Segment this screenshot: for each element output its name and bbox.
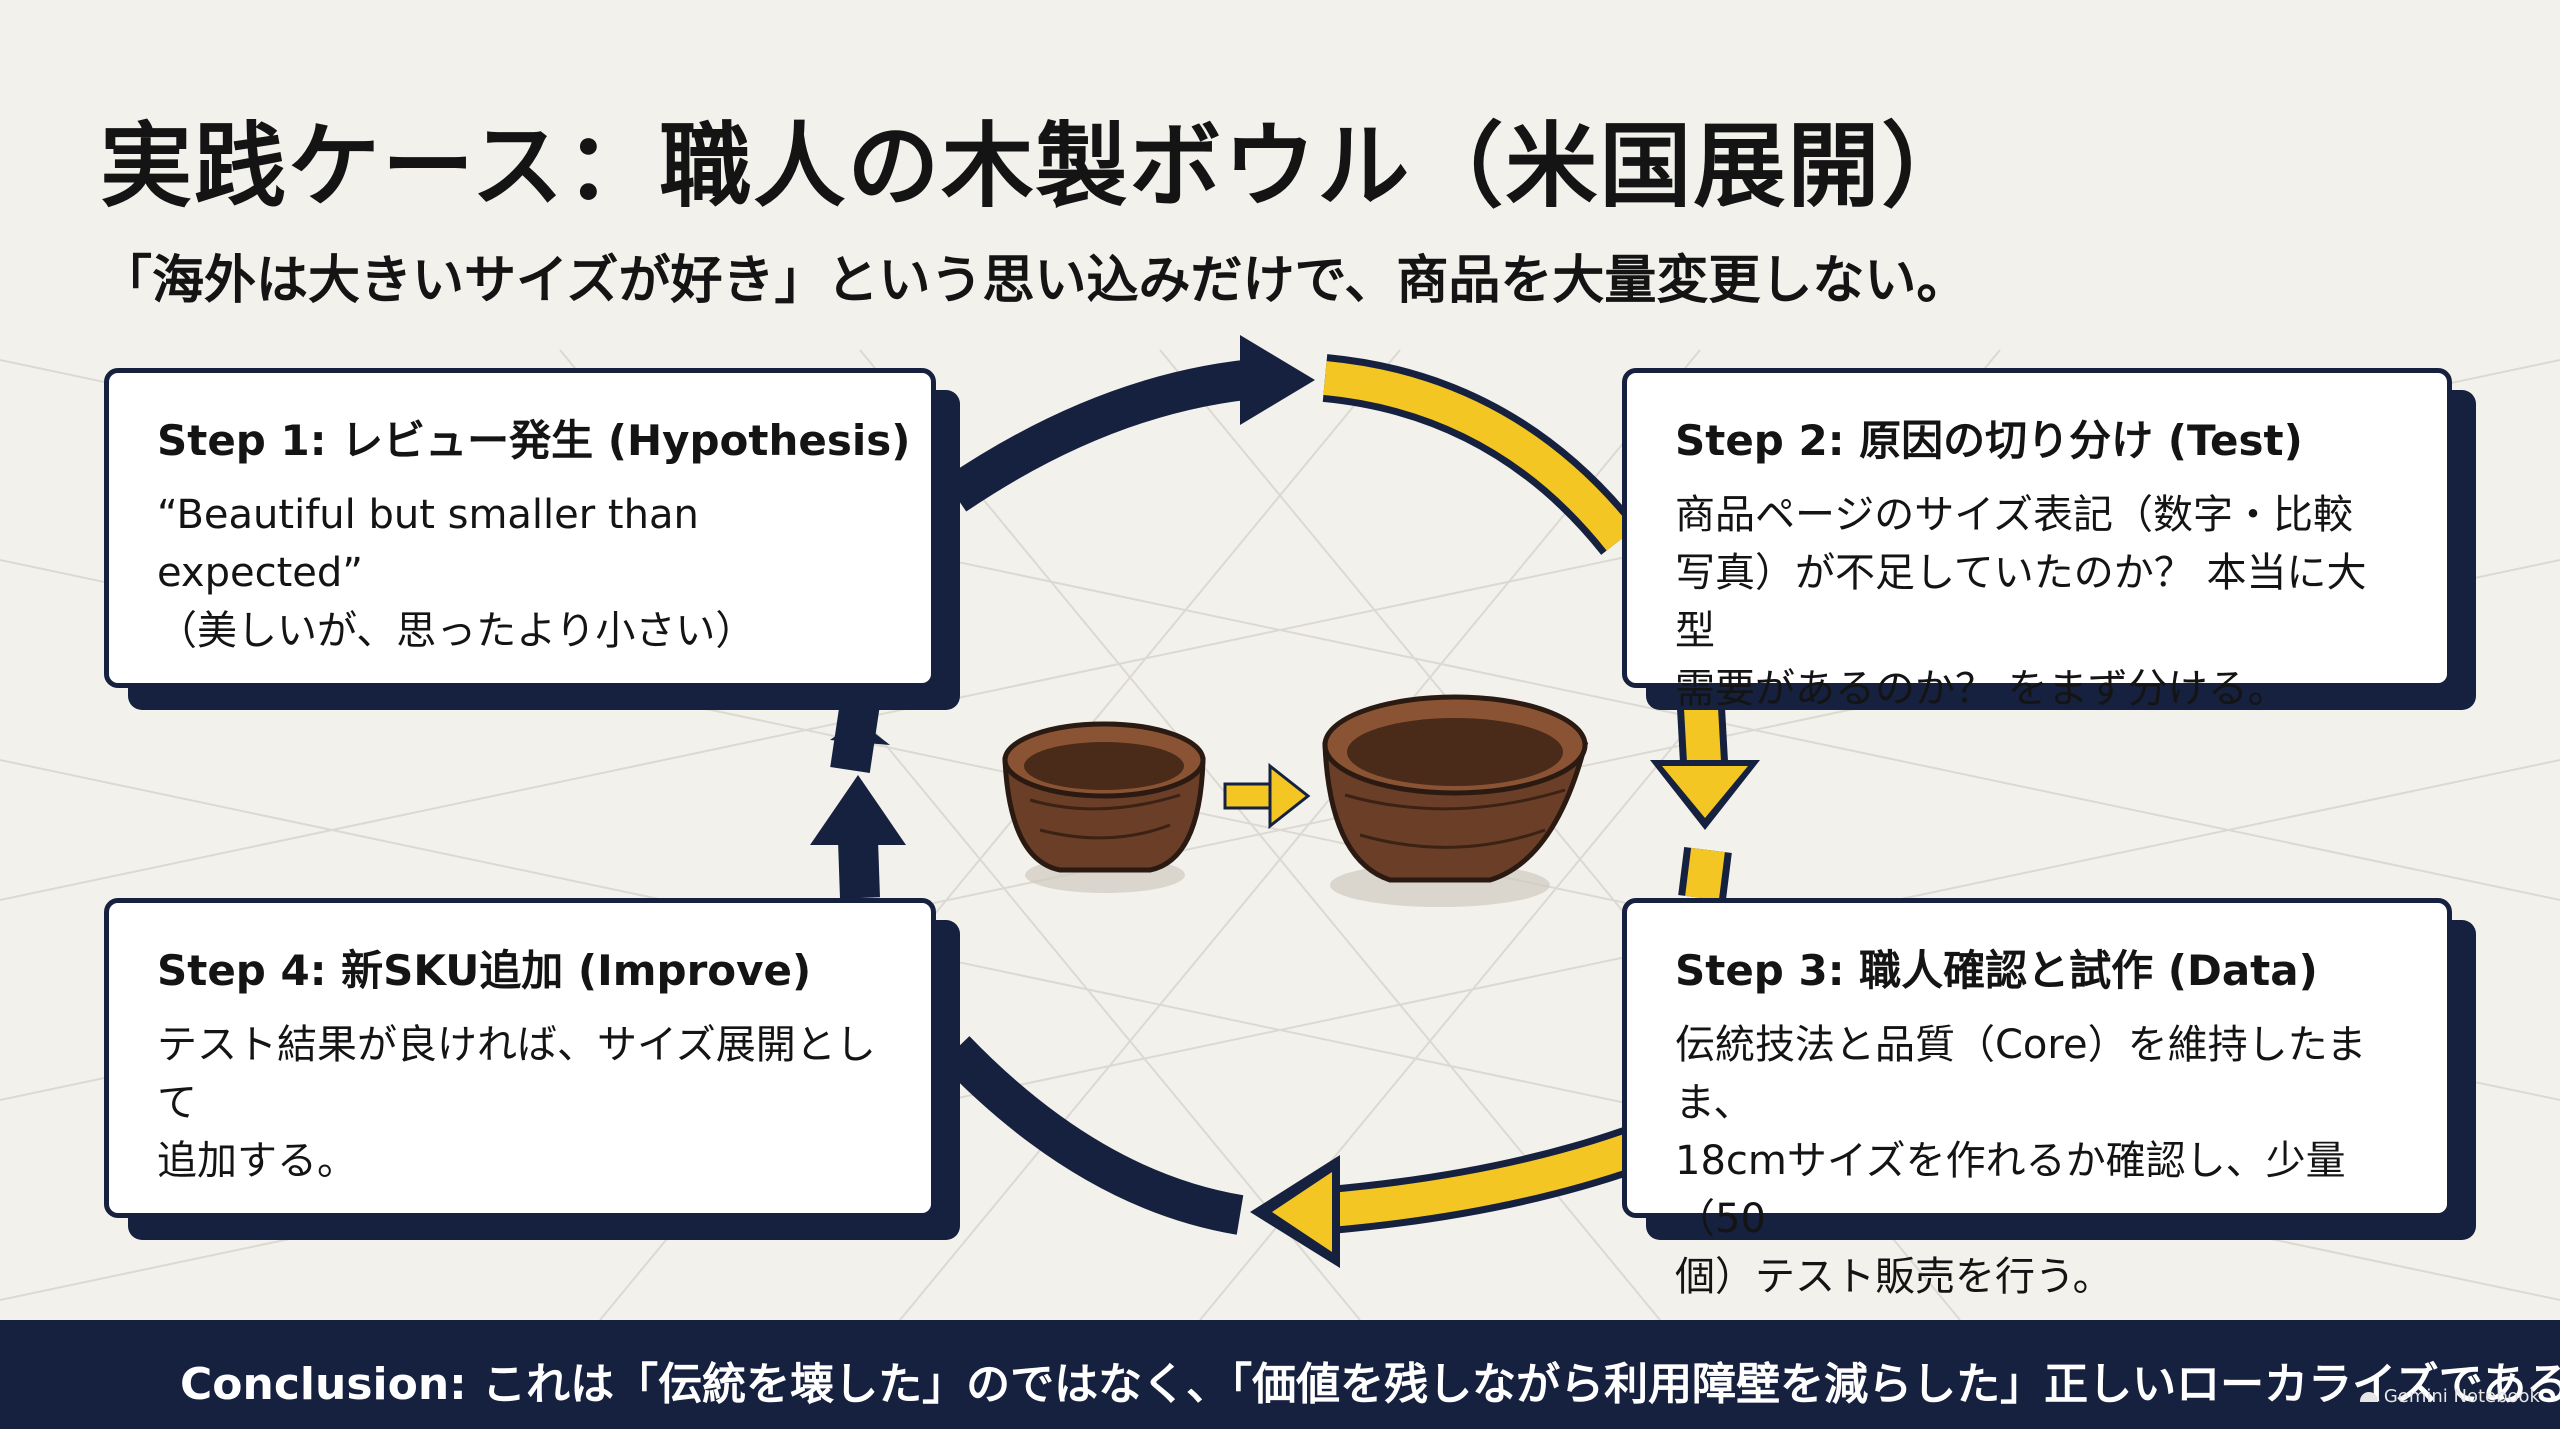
arrowhead-left-navy (810, 775, 906, 845)
step-1-body: “Beautiful but smaller than expected” （美… (157, 492, 756, 654)
step-4-title: Step 4: 新SKU追加 (Improve) (157, 946, 812, 995)
conclusion-text: Conclusion: これは「伝統を壊した」のではなく、「価値を残しながら利用… (180, 1359, 2560, 1410)
step-2-card: Step 2: 原因の切り分け (Test) 商品ページのサイズ表記（数字・比較… (1622, 368, 2452, 712)
step-1-title: Step 1: レビュー発生 (Hypothesis) (157, 416, 911, 465)
page-title: 実践ケース：職人の木製ボウル（米国展開） (100, 113, 1976, 220)
step-2-title: Step 2: 原因の切り分け (Test) (1675, 416, 2303, 465)
conclusion-bar: Conclusion: これは「伝統を壊した」のではなく、「価値を残しながら利用… (0, 1320, 2560, 1429)
gemini-notebook-badge: Gemini Notebook (2359, 1386, 2540, 1407)
step-4-card: Step 4: 新SKU追加 (Improve) テスト結果が良ければ、サイズ展… (104, 898, 936, 1218)
badge-label: Gemini Notebook (2383, 1386, 2540, 1407)
arrow-step1-to-step2 (1323, 361, 1634, 551)
arrowhead-top-navy (1240, 335, 1315, 425)
step-1-card: Step 1: レビュー発生 (Hypothesis) “Beautiful b… (104, 368, 936, 688)
step-3-card: Step 3: 職人確認と試作 (Data) 伝統技法と品質（Core）を維持し… (1622, 898, 2452, 1300)
large-bowl-icon (1322, 694, 1589, 907)
step-2-body: 商品ページのサイズ表記（数字・比較 写真）が不足していたのか？ 本当に大型 需要… (1675, 492, 2367, 712)
page-subtitle: 「海外は大きいサイズが好き」という思い込みだけで、商品を大量変更しない。 (100, 251, 1969, 311)
notebook-logo-icon (2359, 1392, 2378, 1402)
step-4-body: テスト結果が良ければ、サイズ展開として 追加する。 (157, 1022, 876, 1184)
step-3-title: Step 3: 職人確認と試作 (Data) (1675, 946, 2318, 995)
arrow-right-icon (1223, 762, 1311, 830)
step-3-body: 伝統技法と品質（Core）を維持したまま、 18cmサイズを作れるか確認し、少量… (1675, 1022, 2367, 1300)
arrow-step3-to-step4 (1328, 1133, 1636, 1227)
small-bowl-icon (1002, 721, 1206, 893)
arrow-step4-to-step1 (943, 358, 1267, 512)
